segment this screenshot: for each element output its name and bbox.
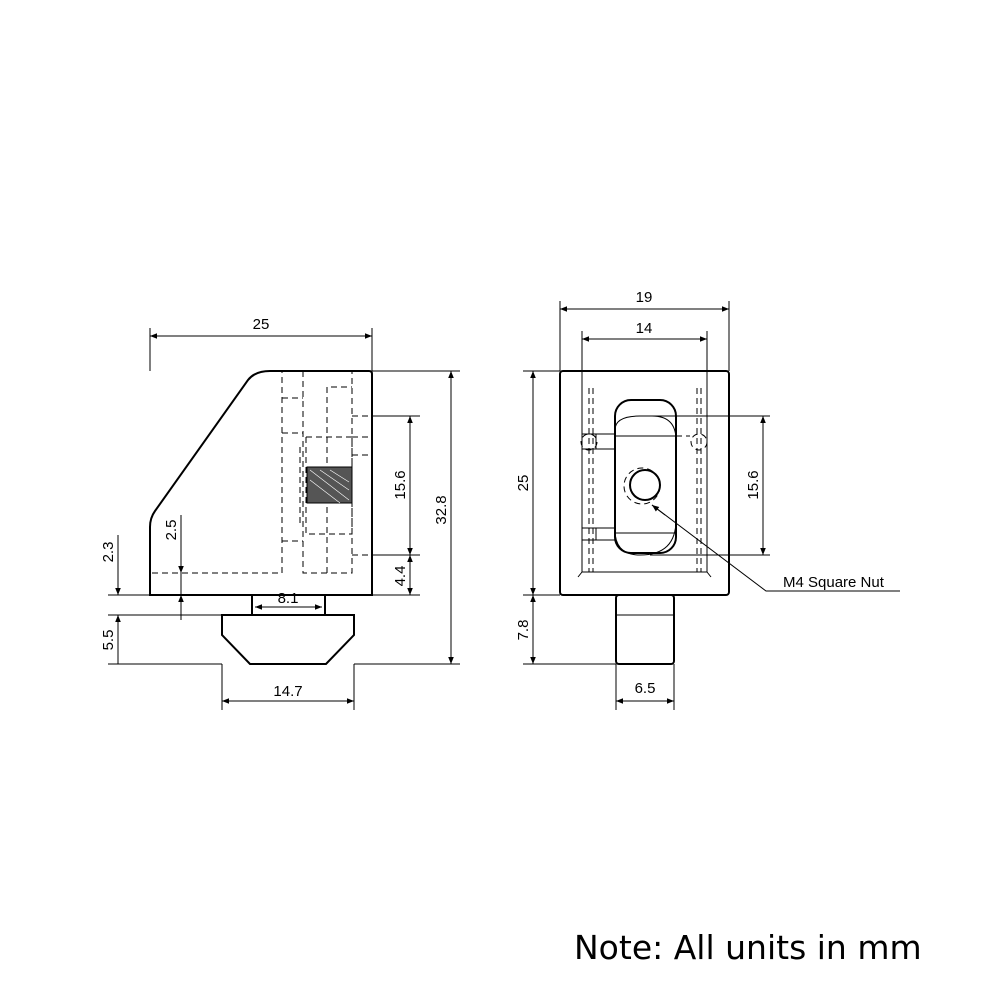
- dim-neck-height: 2.3: [100, 542, 117, 563]
- dim-hole-spacing: 15.6: [392, 470, 409, 499]
- m4-nut-hole: [629, 469, 661, 501]
- dim-hole-bottom: 4.4: [392, 566, 409, 587]
- foot-outline: [221, 614, 355, 665]
- dim-hole-spacing: 15.6: [745, 470, 762, 499]
- dim-outer-width: 19: [636, 289, 653, 306]
- dim-height-total: 32.8: [433, 495, 450, 524]
- dim-neck-width: 8.1: [278, 590, 299, 607]
- body-outline: [149, 370, 373, 596]
- dim-foot-height: 5.5: [100, 630, 117, 651]
- stem-outline: [615, 594, 675, 665]
- callout-label: M4 Square Nut: [783, 574, 885, 591]
- neck-outline: [251, 595, 326, 615]
- dim-stem-width: 6.5: [635, 680, 656, 697]
- callout-leader: [651, 504, 900, 592]
- dim-width: 25: [253, 316, 270, 333]
- body-outline: [559, 370, 730, 596]
- nut-slot: [614, 399, 677, 554]
- dim-foot-width: 14.7: [273, 683, 302, 700]
- dim-base-thickness: 2.5: [163, 520, 180, 541]
- dim-inner-width: 14: [636, 320, 653, 337]
- dim-stem-height: 7.8: [515, 620, 532, 641]
- units-note: Note: All units in mm: [574, 928, 922, 967]
- front-view: 19 14 25 15.6 7.8 6.5 M4 Square Nut: [515, 289, 900, 710]
- side-view: 25 32.8 15.6 4.4 2.3 5.5 2.5 8.1 14.7: [100, 316, 460, 710]
- dim-height: 25: [515, 475, 532, 492]
